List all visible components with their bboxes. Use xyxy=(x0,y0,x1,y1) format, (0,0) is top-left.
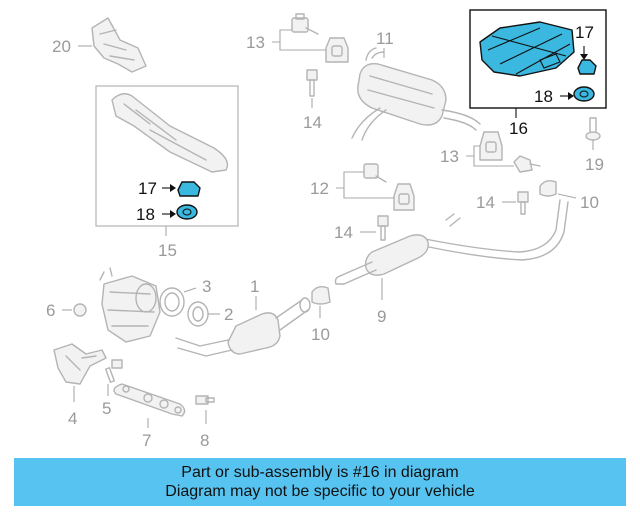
banner-line-2: Diagram may not be specific to your vehi… xyxy=(165,483,475,500)
part-8-bolt[interactable] xyxy=(195,395,215,424)
part-20-heat-shield[interactable] xyxy=(78,17,147,73)
manifold-catalyst xyxy=(99,267,161,343)
callout-4: 4 xyxy=(68,409,77,428)
callout-17-box15: 17 xyxy=(138,179,157,198)
banner-line-1: Part or sub-assembly is #16 in diagram xyxy=(181,464,459,481)
part-12-bracket[interactable] xyxy=(336,163,415,211)
part-18-grommet-box15[interactable] xyxy=(162,204,198,220)
part-10-clamp-right[interactable] xyxy=(539,179,577,199)
callout-5: 5 xyxy=(102,399,111,418)
part-6-nut[interactable] xyxy=(62,303,87,317)
part-15-box[interactable] xyxy=(95,85,239,236)
callout-12: 12 xyxy=(310,179,329,198)
callout-17-box16: 17 xyxy=(575,23,594,42)
part-2-gasket[interactable] xyxy=(187,301,220,327)
callout-15: 15 xyxy=(158,241,177,260)
info-banner: Part or sub-assembly is #16 in diagram D… xyxy=(14,458,626,506)
part-7-flange-gasket[interactable] xyxy=(113,383,186,428)
callout-7: 7 xyxy=(142,431,151,450)
callout-16: 16 xyxy=(509,119,528,138)
part-3-gasket[interactable] xyxy=(159,287,197,317)
callout-2: 2 xyxy=(224,305,233,324)
callout-14-upper: 14 xyxy=(303,113,322,132)
exploded-parts-diagram: 20 13 14 11 16 17 xyxy=(46,9,607,450)
part-17-nut-box15[interactable] xyxy=(162,181,201,197)
part-10-clamp-middle[interactable] xyxy=(311,285,331,318)
part-5-bolt[interactable] xyxy=(105,359,123,396)
part-16-highlight-box[interactable] xyxy=(469,9,607,118)
part-17-nut-box16[interactable] xyxy=(577,46,597,75)
rear-pipe xyxy=(419,199,569,261)
part-18-grommet-box16[interactable] xyxy=(560,86,595,102)
part-9-center-pipe[interactable] xyxy=(334,234,429,300)
part-13-hangers-lower[interactable] xyxy=(466,131,541,173)
callout-19: 19 xyxy=(585,155,604,174)
part-13-hangers-upper[interactable] xyxy=(272,13,349,63)
callout-20: 20 xyxy=(52,37,71,56)
part-4-bracket[interactable] xyxy=(53,343,107,402)
part-14-bolt-middle[interactable] xyxy=(360,215,389,241)
callout-14-middle: 14 xyxy=(334,223,353,242)
callout-8: 8 xyxy=(200,431,209,450)
callout-1: 1 xyxy=(250,277,259,296)
part-1-front-pipe[interactable] xyxy=(175,296,311,357)
callout-10-right: 10 xyxy=(580,193,599,212)
callout-3: 3 xyxy=(202,277,211,296)
callout-9: 9 xyxy=(377,307,386,326)
callout-6: 6 xyxy=(46,301,55,320)
callout-13-upper: 13 xyxy=(246,33,265,52)
part-19-stud[interactable] xyxy=(585,117,601,150)
part-11-rear-muffler[interactable] xyxy=(351,47,481,141)
part-14-bolt-upper[interactable] xyxy=(306,69,318,108)
callout-13-lower: 13 xyxy=(440,147,459,166)
callout-18-box16: 18 xyxy=(534,87,553,106)
callout-10-middle: 10 xyxy=(311,325,330,344)
callout-11: 11 xyxy=(376,29,394,48)
callout-14-right: 14 xyxy=(476,193,495,212)
part-14-bolt-right[interactable] xyxy=(502,191,529,215)
callout-18-box15: 18 xyxy=(136,205,155,224)
